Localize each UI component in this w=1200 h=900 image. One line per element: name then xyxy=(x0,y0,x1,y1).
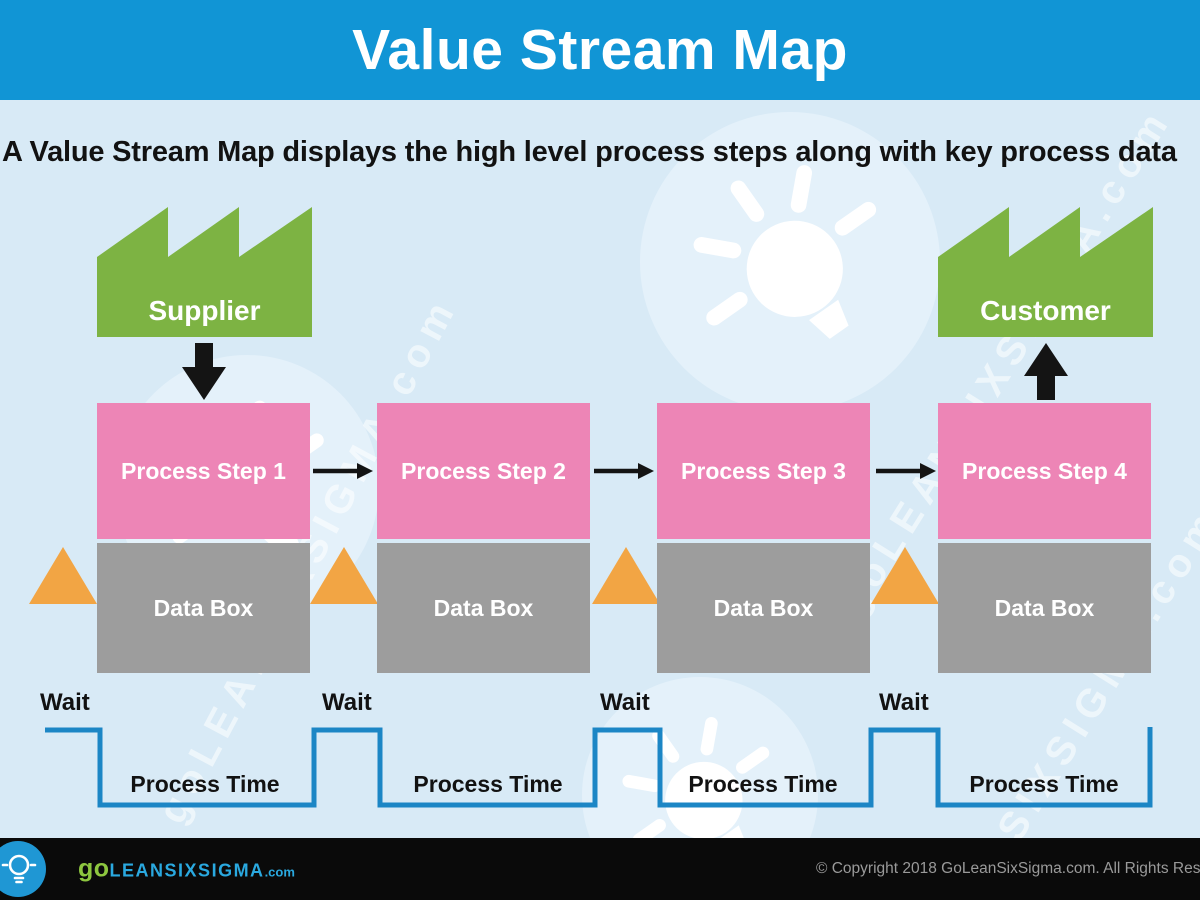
footer-bar: goLEANSIXSIGMA.com © Copyright 2018 GoLe… xyxy=(0,838,1200,900)
logo-go-text: go xyxy=(78,854,110,883)
process-time-label: Process Time xyxy=(969,771,1119,797)
diagram-stage: goLEANSIXSIGMA.com goLEANSIXSIGMA.com go… xyxy=(0,100,1200,838)
data-box: Data Box xyxy=(97,543,310,673)
supplier-factory: Supplier xyxy=(97,207,312,337)
data-box: Data Box xyxy=(657,543,870,673)
logo-lean-text: LEANSIXSIGMA xyxy=(109,860,265,881)
data-box-label: Data Box xyxy=(994,594,1095,621)
triangle-icon xyxy=(592,547,660,604)
footer-logo: goLEANSIXSIGMA.com xyxy=(78,855,295,884)
logo-com-text: .com xyxy=(264,864,295,880)
copyright-text: © Copyright 2018 GoLeanSixSigma.com. All… xyxy=(816,860,1200,877)
process-step-label: Process Step 3 xyxy=(681,457,846,484)
arrow-down-icon xyxy=(182,343,226,400)
customer-factory: Customer xyxy=(938,207,1153,337)
wait-label: Wait xyxy=(40,689,90,716)
lightbulb-icon xyxy=(0,841,46,897)
process-time-label: Process Time xyxy=(413,771,563,797)
data-box-label: Data Box xyxy=(713,594,814,621)
data-box: Data Box xyxy=(377,543,590,673)
process-step-box: Process Step 2 xyxy=(377,403,590,539)
process-time-label: Process Time xyxy=(688,771,838,797)
wait-label: Wait xyxy=(322,689,372,716)
process-step-box: Process Step 1 xyxy=(97,403,310,539)
triangle-icon xyxy=(871,547,939,604)
process-step-label: Process Step 4 xyxy=(962,457,1127,484)
process-step-box: Process Step 3 xyxy=(657,403,870,539)
wait-label: Wait xyxy=(879,689,929,716)
supplier-label: Supplier xyxy=(148,295,261,326)
process-time-label: Process Time xyxy=(130,771,280,797)
header-bar: Value Stream Map xyxy=(0,0,1200,100)
data-box-label: Data Box xyxy=(153,594,254,621)
process-step-label: Process Step 2 xyxy=(401,457,566,484)
wait-label: Wait xyxy=(600,689,650,716)
arrow-right-icon xyxy=(876,461,936,481)
subtitle-text: A Value Stream Map displays the high lev… xyxy=(2,136,1177,168)
data-box-label: Data Box xyxy=(433,594,534,621)
factory-icon xyxy=(938,207,1153,337)
process-step-label: Process Step 1 xyxy=(121,457,286,484)
arrow-right-icon xyxy=(313,461,373,481)
data-box: Data Box xyxy=(938,543,1151,673)
lightbulb-icon xyxy=(640,112,940,412)
triangle-icon xyxy=(310,547,378,604)
factory-icon xyxy=(97,207,312,337)
arrow-right-icon xyxy=(594,461,654,481)
timeline-line xyxy=(45,727,1153,808)
page-title: Value Stream Map xyxy=(352,18,848,82)
triangle-icon xyxy=(29,547,97,604)
arrow-up-icon xyxy=(1024,343,1068,400)
process-step-box: Process Step 4 xyxy=(938,403,1151,539)
customer-label: Customer xyxy=(980,295,1111,326)
